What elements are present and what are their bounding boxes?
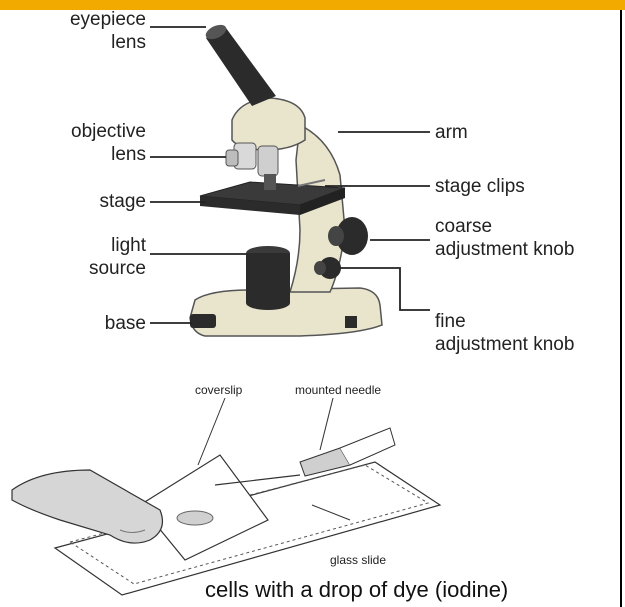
caption: cells with a drop of dye (iodine) xyxy=(205,577,508,603)
glass-slide-label: glass slide xyxy=(330,553,386,567)
objective-lens-label: objectivelens xyxy=(40,120,146,166)
stage-label: stage xyxy=(60,190,146,213)
fine-adjustment-knob-label: fineadjustment knob xyxy=(435,310,574,356)
light-source-label: lightsource xyxy=(60,234,146,280)
eyepiece-tube xyxy=(203,22,305,150)
stage-clips-label: stage clips xyxy=(435,175,525,198)
coarse-adjustment-knob-label: coarseadjustment knob xyxy=(435,215,574,261)
eyepiece-lens-label: eyepiecelens xyxy=(50,8,146,54)
light-source xyxy=(246,246,290,310)
arm-label: arm xyxy=(435,121,468,144)
coverslip-label: coverslip xyxy=(195,383,242,397)
mounted-needle-label: mounted needle xyxy=(295,383,381,397)
base-label: base xyxy=(60,312,146,335)
